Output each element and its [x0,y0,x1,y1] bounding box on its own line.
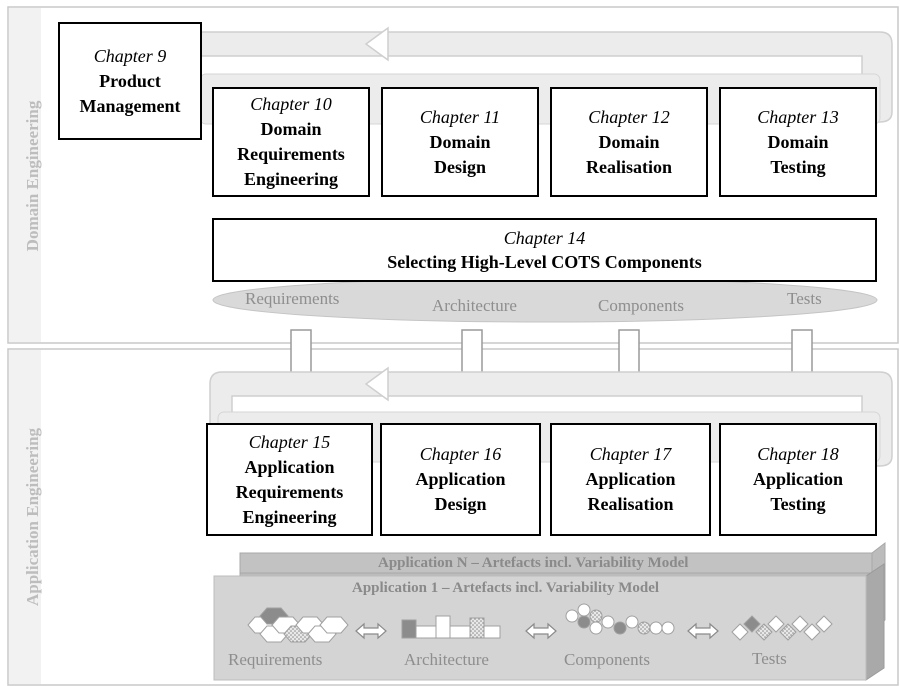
chapter-10-number: Chapter 10 [250,94,332,114]
chapter-17-title-line-2: Realisation [587,494,674,514]
chapter-10-title-line-3: Engineering [243,169,338,189]
domain-artefact-tests: Tests [787,289,822,308]
chapter-13-title-line-1: Domain [767,131,829,152]
domain-loop-arrow [199,31,893,123]
chapter-15-title-line-2: Requirements [235,481,344,502]
application-artefact-architecture: Architecture [404,650,489,669]
domain-loop-arrowhead [364,26,389,62]
chapter-11-box: Chapter 11 Domain Design [381,87,539,197]
double-arrow-2 [525,622,557,640]
chapter-9-box: Chapter 9 Product Management [58,22,202,140]
chapter-17-number: Chapter 17 [589,444,672,464]
application-engineering-label: Application Engineering [23,427,42,607]
chapter-13-box: Chapter 13 Domain Testing [719,87,877,197]
architecture-blocks [401,615,501,639]
domain-artefact-architecture: Architecture [432,296,517,315]
components-cluster [565,603,675,635]
chapter-18-title-line-1: Application [752,469,844,489]
domain-artefact-components: Components [598,296,684,315]
chapter-18-box: Chapter 18 Application Testing [719,423,877,536]
chapter-10-title-line-2: Requirements [237,144,345,164]
domain-side-strip [9,8,41,342]
chapter-12-title-line-1: Domain [598,131,660,152]
chapter-14-box: Chapter 14 Selecting High-Level COTS Com… [212,218,877,282]
chapter-13-number: Chapter 13 [757,106,839,127]
chapter-16-box: Chapter 16 Application Design [380,423,541,536]
application-artefact-components: Components [564,650,650,669]
chapter-15-title-line-3: Engineering [242,506,337,527]
chapter-16-title-line-2: Design [434,494,487,514]
application-1-side [865,563,885,681]
chapter-17-box: Chapter 17 Application Realisation [550,423,711,536]
chapter-12-box: Chapter 12 Domain Realisation [550,87,708,197]
requirements-hexagons [247,607,349,643]
chapter-11-title-line-2: Design [433,156,486,177]
double-arrow-3 [687,622,719,640]
chapter-15-title-line-1: Application [244,456,335,477]
chapter-16-title-line-1: Application [415,469,506,489]
application-n-top [239,552,873,574]
chapter-11-title-line-1: Domain [429,131,491,152]
application-artefact-requirements: Requirements [228,650,323,669]
chapter-10-title-line-1: Domain [260,119,322,139]
chapter-16-number: Chapter 16 [419,444,502,464]
chapter-14-title: Selecting High-Level COTS Components [387,252,702,272]
application-1-label: Application 1 – Artefacts incl. Variabil… [352,580,660,596]
chapter-17-title-line-1: Application [585,469,676,489]
chapter-13-title-line-2: Testing [770,156,826,177]
chapter-10-box: Chapter 10 Domain Requirements Engineeri… [212,87,370,197]
chapter-9-title-line-1: Product [99,70,161,91]
domain-artefact-requirements: Requirements [245,289,340,308]
domain-engineering-label: Domain Engineering [23,100,42,252]
chapter-12-number: Chapter 12 [588,106,670,127]
chapter-18-number: Chapter 18 [757,444,839,464]
application-side-strip [9,350,41,684]
chapter-18-title-line-2: Testing [770,494,826,514]
application-n-label: Application N – Artefacts incl. Variabil… [378,555,689,571]
artefact-link-arrows [355,622,719,640]
chapter-9-title-line-2: Management [79,95,181,116]
chapter-12-title-line-2: Realisation [585,156,672,177]
double-arrow-1 [355,622,387,640]
chapter-9-number: Chapter 9 [93,45,167,66]
application-loop-arrow [209,371,893,467]
application-artefact-tests: Tests [752,649,787,668]
chapter-15-box: Chapter 15 Application Requirements Engi… [206,423,373,536]
tests-diamonds [731,615,833,641]
application-loop-arrowhead [364,366,389,402]
chapter-14-number: Chapter 14 [503,228,586,248]
chapter-11-number: Chapter 11 [419,106,501,127]
chapter-15-number: Chapter 15 [248,431,331,452]
